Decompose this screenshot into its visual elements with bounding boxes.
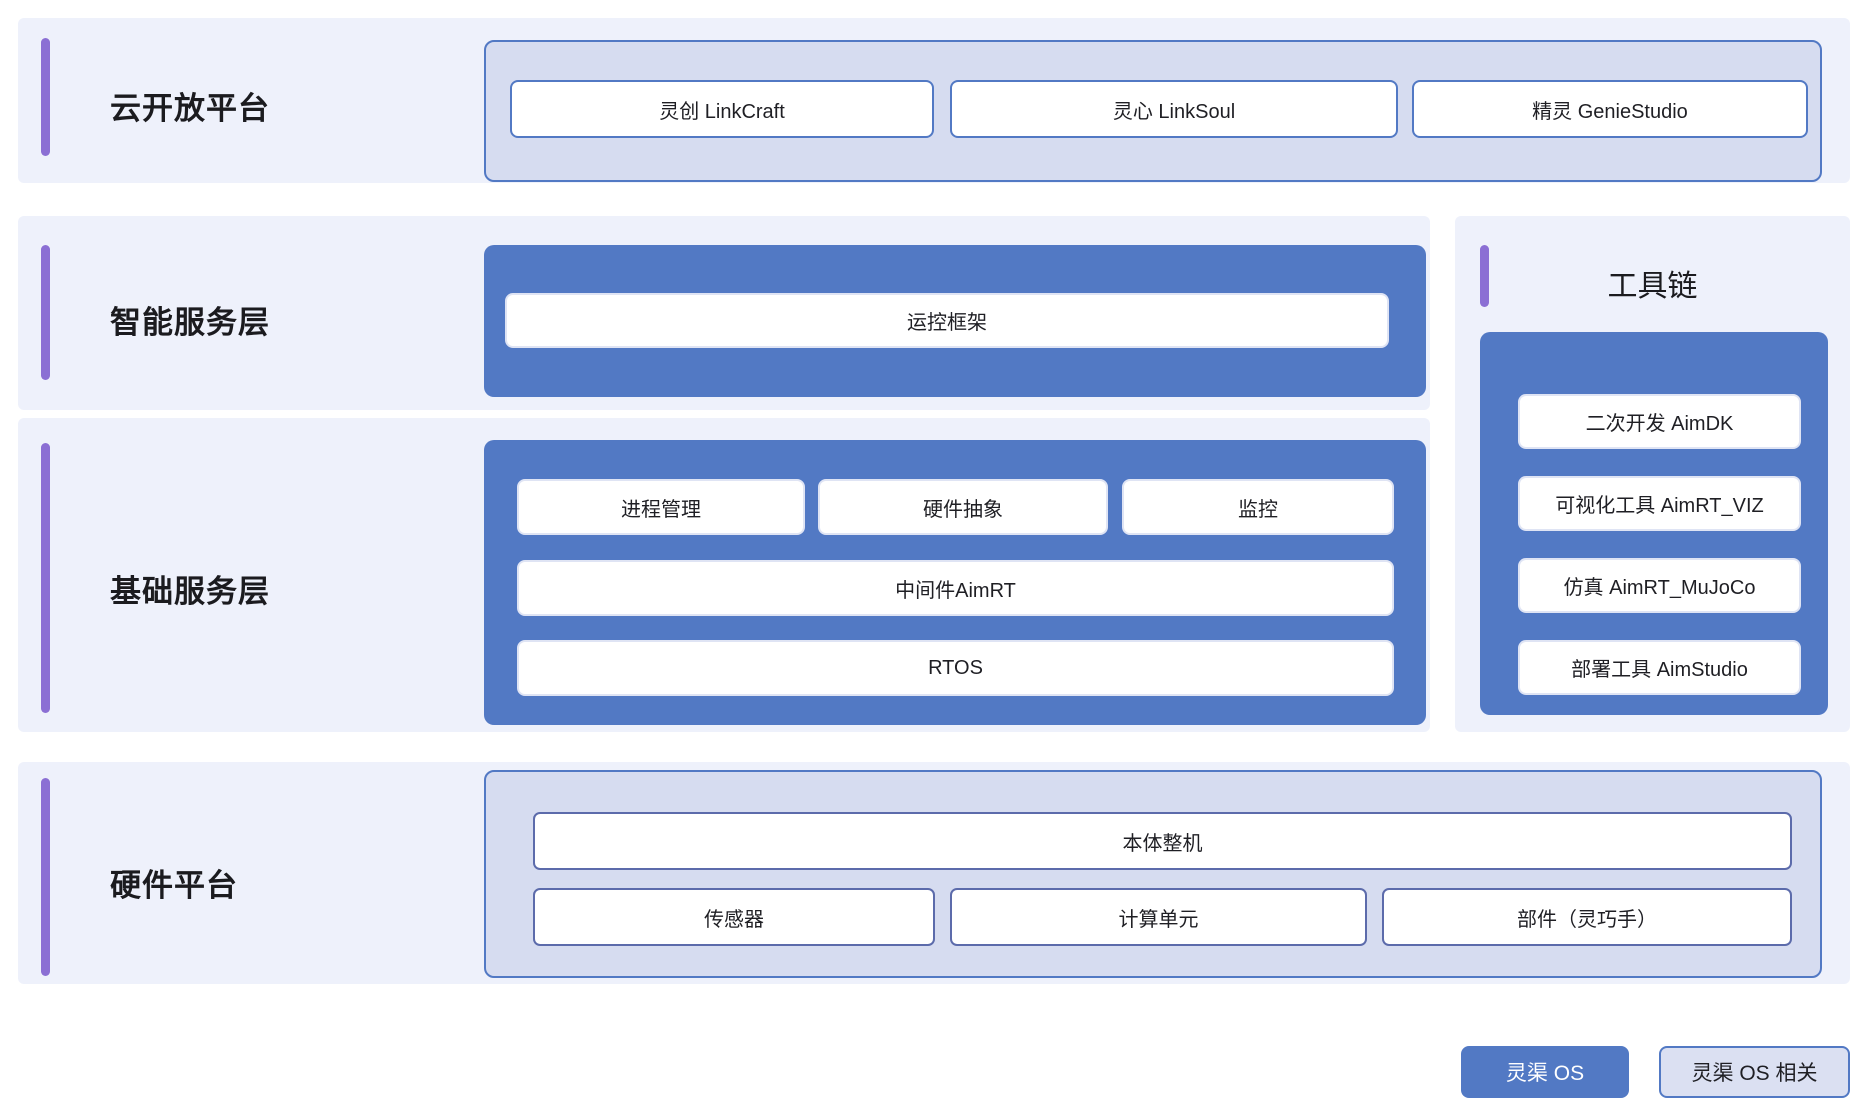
basic-item-monitoring[interactable]: 监控 [1122, 479, 1394, 535]
hardware-item-main-unit[interactable]: 本体整机 [533, 812, 1792, 870]
layer-accent-bar [41, 38, 50, 156]
layer-accent-bar [41, 245, 50, 380]
toolchain-item-aimdk[interactable]: 二次开发 AimDK [1518, 394, 1801, 449]
toolchain-accent-bar [1480, 245, 1489, 307]
toolchain-item-aimrt-viz[interactable]: 可视化工具 AimRT_VIZ [1518, 476, 1801, 531]
toolchain-item-aimrt-mujoco[interactable]: 仿真 AimRT_MuJoCo [1518, 558, 1801, 613]
layer-title-hardware-platform: 硬件平台 [110, 868, 238, 903]
layer-accent-bar [41, 778, 50, 976]
toolchain-item-aimstudio[interactable]: 部署工具 AimStudio [1518, 640, 1801, 695]
cloud-item-linkcraft[interactable]: 灵创 LinkCraft [510, 80, 934, 138]
cloud-item-linksoul[interactable]: 灵心 LinkSoul [950, 80, 1398, 138]
cloud-item-geniestudio[interactable]: 精灵 GenieStudio [1412, 80, 1808, 138]
layer-title-cloud-open-platform: 云开放平台 [110, 91, 270, 126]
hardware-item-compute-unit[interactable]: 计算单元 [950, 888, 1367, 946]
basic-item-rtos[interactable]: RTOS [517, 640, 1394, 696]
basic-item-process-management[interactable]: 进程管理 [517, 479, 805, 535]
layer-title-basic-service: 基础服务层 [110, 574, 270, 609]
basic-item-middleware-aimrt[interactable]: 中间件AimRT [517, 560, 1394, 616]
hardware-item-sensor[interactable]: 传感器 [533, 888, 935, 946]
intelligent-item-control-framework[interactable]: 运控框架 [505, 293, 1389, 348]
hardware-platform-panel [484, 770, 1822, 978]
layer-title-intelligent-service: 智能服务层 [110, 305, 270, 340]
legend-lingqu-os[interactable]: 灵渠 OS [1461, 1046, 1629, 1098]
basic-item-hardware-abstraction[interactable]: 硬件抽象 [818, 479, 1108, 535]
legend-lingqu-os-related[interactable]: 灵渠 OS 相关 [1659, 1046, 1850, 1098]
toolchain-title: 工具链 [1607, 270, 1698, 303]
layer-accent-bar [41, 443, 50, 713]
hardware-item-dexterous-hand[interactable]: 部件（灵巧手） [1382, 888, 1792, 946]
